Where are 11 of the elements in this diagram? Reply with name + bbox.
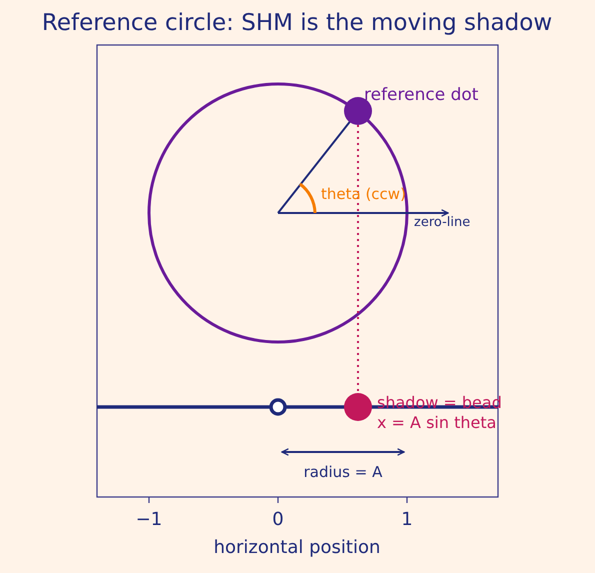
axis-title: horizontal position bbox=[214, 538, 380, 559]
tick-label: 0 bbox=[272, 510, 284, 531]
dimension-label: radius = A bbox=[304, 464, 382, 482]
dotted-line bbox=[357, 125, 359, 393]
bead-dot bbox=[344, 393, 372, 421]
chart-title: Reference circle: SHM is the moving shadow bbox=[42, 10, 552, 36]
line-label: zero-line bbox=[414, 216, 470, 231]
tick-label: 1 bbox=[401, 510, 413, 531]
dot-label: x = A sin theta bbox=[377, 414, 496, 432]
tick-label: −1 bbox=[136, 510, 162, 531]
dot-label: reference dot bbox=[364, 86, 478, 106]
